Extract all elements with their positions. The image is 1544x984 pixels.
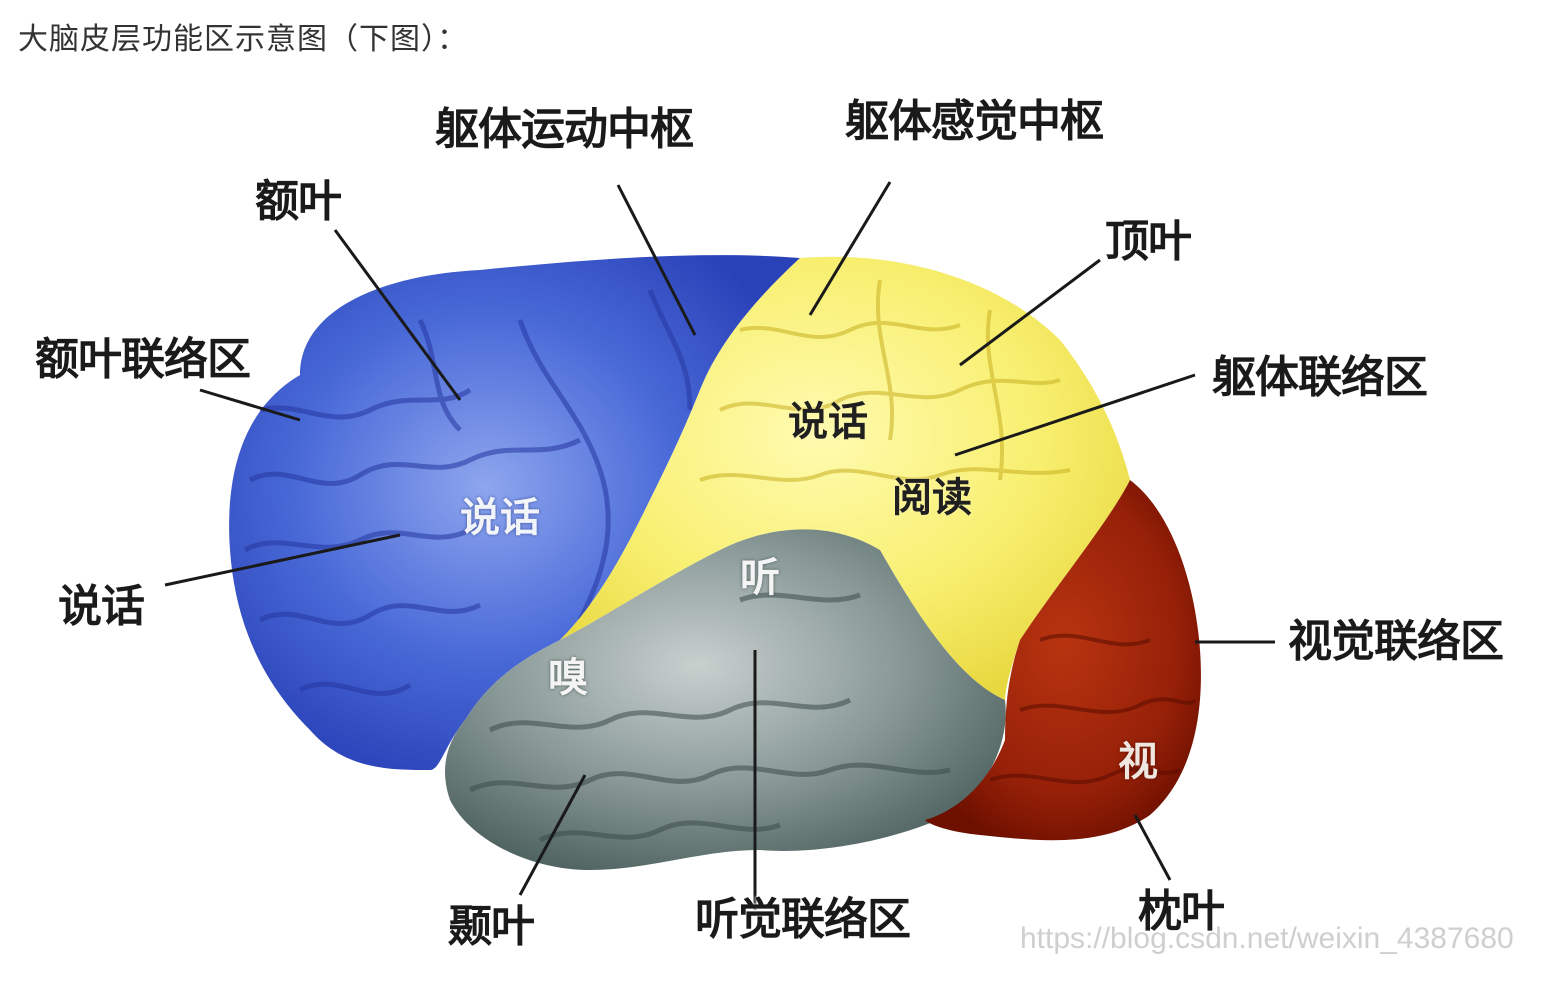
leader-speech	[164, 533, 401, 587]
label-frontal-lobe: 额叶	[255, 176, 342, 227]
inner-label-hearing: 听	[740, 555, 780, 601]
label-auditory-association: 听觉联络区	[695, 894, 911, 945]
leader-somatic-assoc	[954, 373, 1196, 457]
inner-label-smell: 嗅	[548, 655, 588, 701]
parietal-lobe-region	[560, 256, 1130, 700]
brain-diagram: 躯体运动中枢 躯体感觉中枢 额叶 顶叶 额叶联络区 躯体联络区 说话 视觉联络区…	[0, 80, 1544, 980]
label-frontal-association: 额叶联络区	[35, 334, 251, 385]
inner-label-vision: 视	[1118, 739, 1158, 785]
label-sensory-cortex: 躯体感觉中枢	[845, 96, 1104, 147]
label-motor-cortex: 躯体运动中枢	[435, 104, 694, 155]
label-visual-association: 视觉联络区	[1288, 616, 1504, 667]
watermark: https://blog.csdn.net/weixin_4387680	[1020, 922, 1514, 955]
leader-parietal	[959, 258, 1101, 367]
leader-sensory	[808, 181, 892, 316]
leader-lines	[164, 181, 1275, 910]
page-caption: 大脑皮层功能区示意图（下图）：	[18, 22, 468, 57]
leader-frontal-assoc	[199, 388, 301, 422]
inner-label-reading: 阅读	[892, 475, 972, 521]
label-somatic-association: 躯体联络区	[1212, 352, 1428, 403]
leader-occipital	[1133, 814, 1172, 881]
leader-frontal	[333, 229, 462, 401]
leader-temporal	[518, 774, 587, 896]
label-parietal-lobe: 顶叶	[1105, 216, 1192, 267]
inner-label-speech-frontal: 说话	[460, 495, 540, 541]
frontal-lobe-region	[229, 255, 800, 770]
label-speech: 说话	[58, 581, 145, 632]
inner-label-speech-parietal: 说话	[788, 399, 868, 445]
leader-motor	[616, 184, 697, 336]
label-occipital-lobe: 枕叶	[1138, 886, 1225, 937]
brain-illustration	[164, 181, 1275, 910]
occipital-lobe-region	[925, 480, 1201, 841]
label-temporal-lobe: 颞叶	[448, 901, 535, 952]
